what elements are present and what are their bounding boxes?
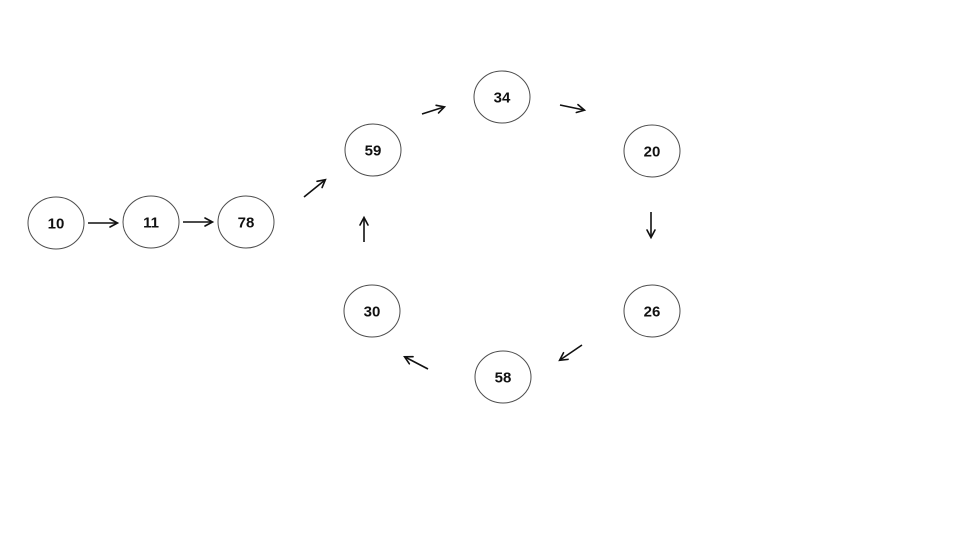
node-circle xyxy=(27,196,85,250)
node-58: 58 xyxy=(474,350,532,404)
node-78: 78 xyxy=(217,195,275,249)
node-value: 30 xyxy=(364,304,381,321)
arrow-26-to-58 xyxy=(558,344,583,362)
node-circle xyxy=(122,195,180,249)
node-26: 26 xyxy=(623,284,681,338)
arrow-59-to-34 xyxy=(421,104,447,115)
node-circle xyxy=(623,124,681,178)
node-circle xyxy=(343,284,401,338)
node-11: 11 xyxy=(122,195,180,249)
node-value: 11 xyxy=(143,215,159,232)
node-30: 30 xyxy=(343,284,401,338)
node-34: 34 xyxy=(473,70,531,124)
node-value: 58 xyxy=(495,370,512,387)
node-value: 78 xyxy=(238,215,255,232)
node-value: 10 xyxy=(48,216,65,233)
arrow-78-to-59 xyxy=(303,178,327,198)
node-20: 20 xyxy=(623,124,681,178)
node-10: 10 xyxy=(27,196,85,250)
node-circle xyxy=(344,123,402,177)
arrow-34-to-20 xyxy=(559,103,587,114)
node-59: 59 xyxy=(344,123,402,177)
node-value: 59 xyxy=(365,143,382,160)
node-value: 34 xyxy=(494,90,511,107)
node-value: 26 xyxy=(644,304,661,321)
arrow-58-to-30 xyxy=(403,355,429,370)
node-circle xyxy=(217,195,275,249)
node-circle xyxy=(623,284,681,338)
node-value: 20 xyxy=(644,144,661,161)
node-circle xyxy=(474,350,532,404)
node-circle xyxy=(473,70,531,124)
